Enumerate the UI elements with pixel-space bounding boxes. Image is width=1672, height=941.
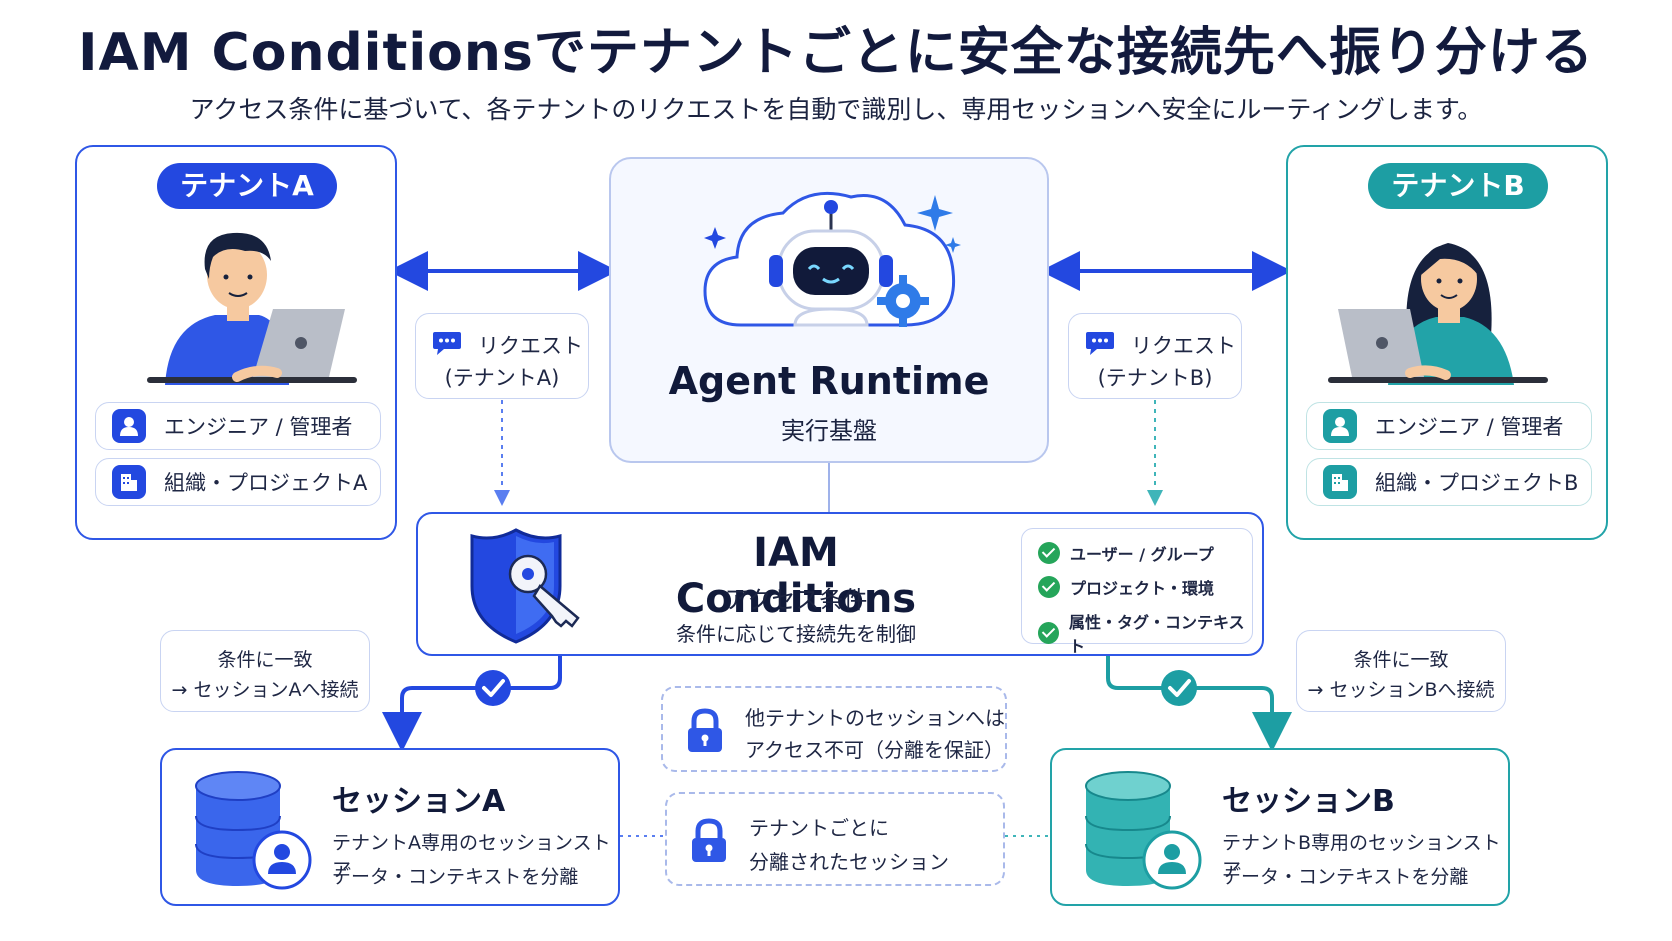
match-b-note: 条件に一致 → セッションBへ接続 xyxy=(1296,630,1506,712)
tenant-b-role: エンジニア / 管理者 xyxy=(1375,415,1564,439)
tenant-a-org-row: 組織・プロジェクトA xyxy=(95,458,381,506)
request-b-tenant: (テナントB) xyxy=(1097,366,1213,390)
sparkle-icon xyxy=(917,195,953,231)
condition-item: 属性・タグ・コンテキスト xyxy=(1038,609,1252,657)
request-b-label: リクエスト xyxy=(1131,334,1236,358)
runtime-name: Agent Runtime xyxy=(668,359,990,403)
person-laptop-icon xyxy=(1328,243,1548,385)
isolation-access-note: 他テナントのセッションへは アクセス不可（分離を保証） xyxy=(661,686,1007,772)
lock-icon xyxy=(688,708,722,752)
agent-runtime-panel: Agent Runtime 実行基盤 xyxy=(609,157,1049,463)
check-icon xyxy=(1038,622,1060,644)
tenant-b-label: テナントB xyxy=(1368,163,1548,209)
request-a-box: リクエスト (テナントA) xyxy=(415,313,589,399)
session-b-name: セッションB xyxy=(1222,784,1395,819)
tenant-b-role-row: エンジニア / 管理者 xyxy=(1306,402,1592,450)
tenant-a-role: エンジニア / 管理者 xyxy=(164,415,353,439)
match-a-note: 条件に一致 → セッションAへ接続 xyxy=(160,630,370,712)
session-b-panel: セッションB テナントB専用のセッションストア データ・コンテキストを分離 xyxy=(1050,748,1510,906)
tenant-a-role-row: エンジニア / 管理者 xyxy=(95,402,381,450)
tenant-b-panel: テナントB エンジニア / 管理者 組織・プロジェクトB xyxy=(1286,145,1608,540)
iam-description: 条件に応じて接続先を制御 xyxy=(676,622,916,646)
runtime-subtitle: 実行基盤 xyxy=(781,417,877,445)
route-b-path xyxy=(1106,656,1292,752)
session-a-desc-1: テナントA専用のセッションストア xyxy=(332,832,611,881)
chat-bubble-icon xyxy=(1086,332,1114,355)
condition-list: ユーザー / グループ プロジェクト・環境 属性・タグ・コンテキスト xyxy=(1021,528,1253,656)
check-icon xyxy=(1161,670,1197,706)
person-icon xyxy=(1323,409,1357,443)
robot-icon xyxy=(703,191,961,327)
session-a-desc-2: データ・コンテキストを分離 xyxy=(332,866,579,888)
iam-subtitle: アクセス条件 xyxy=(724,586,868,614)
request-b-box: リクエスト (テナントB) xyxy=(1068,313,1242,399)
database-icon xyxy=(1085,771,1202,890)
iam-name: IAM Conditions xyxy=(675,530,917,622)
page-title: IAM Conditionsでテナントごとに安全な接続先へ振り分ける xyxy=(78,23,1594,83)
gear-icon xyxy=(877,275,929,327)
person-icon xyxy=(112,409,146,443)
tenant-a-org: 組織・プロジェクトA xyxy=(164,471,368,495)
person-laptop-icon xyxy=(147,232,357,385)
chat-bubble-icon xyxy=(433,332,461,355)
sparkle-icon xyxy=(945,237,961,253)
page-subtitle: アクセス条件に基づいて、各テナントのリクエストを自動で識別し、専用セッションへ安… xyxy=(189,95,1483,124)
request-a-label: リクエスト xyxy=(478,334,583,358)
session-a-name: セッションA xyxy=(332,784,506,819)
session-a-panel: セッションA テナントA専用のセッションストア データ・コンテキストを分離 xyxy=(160,748,620,906)
isolation-session-note: テナントごとに 分離されたセッション xyxy=(665,792,1005,886)
check-icon xyxy=(475,670,511,706)
iam-conditions-panel: IAM Conditions アクセス条件 条件に応じて接続先を制御 ユーザー … xyxy=(416,512,1264,656)
tenant-a-label: テナントA xyxy=(157,163,337,209)
check-icon xyxy=(1038,542,1060,564)
lock-icon xyxy=(692,818,726,862)
sparkle-icon xyxy=(704,227,726,249)
building-icon xyxy=(1323,465,1357,499)
request-a-tenant: (テナントA) xyxy=(444,366,560,390)
condition-item: ユーザー / グループ xyxy=(1038,541,1214,565)
tenant-b-org-row: 組織・プロジェクトB xyxy=(1306,458,1592,506)
tenant-a-panel: テナントA エンジニア / 管理者 組織・プロジェクトA xyxy=(75,145,397,540)
building-icon xyxy=(112,465,146,499)
check-icon xyxy=(1038,576,1060,598)
tenant-b-org: 組織・プロジェクトB xyxy=(1375,471,1579,495)
database-icon xyxy=(195,771,312,890)
session-b-desc-2: データ・コンテキストを分離 xyxy=(1222,866,1469,888)
shield-key-icon xyxy=(470,528,580,644)
session-b-desc-1: テナントB専用のセッションストア xyxy=(1222,832,1501,881)
condition-item: プロジェクト・環境 xyxy=(1038,575,1214,599)
route-a-path xyxy=(382,656,562,752)
